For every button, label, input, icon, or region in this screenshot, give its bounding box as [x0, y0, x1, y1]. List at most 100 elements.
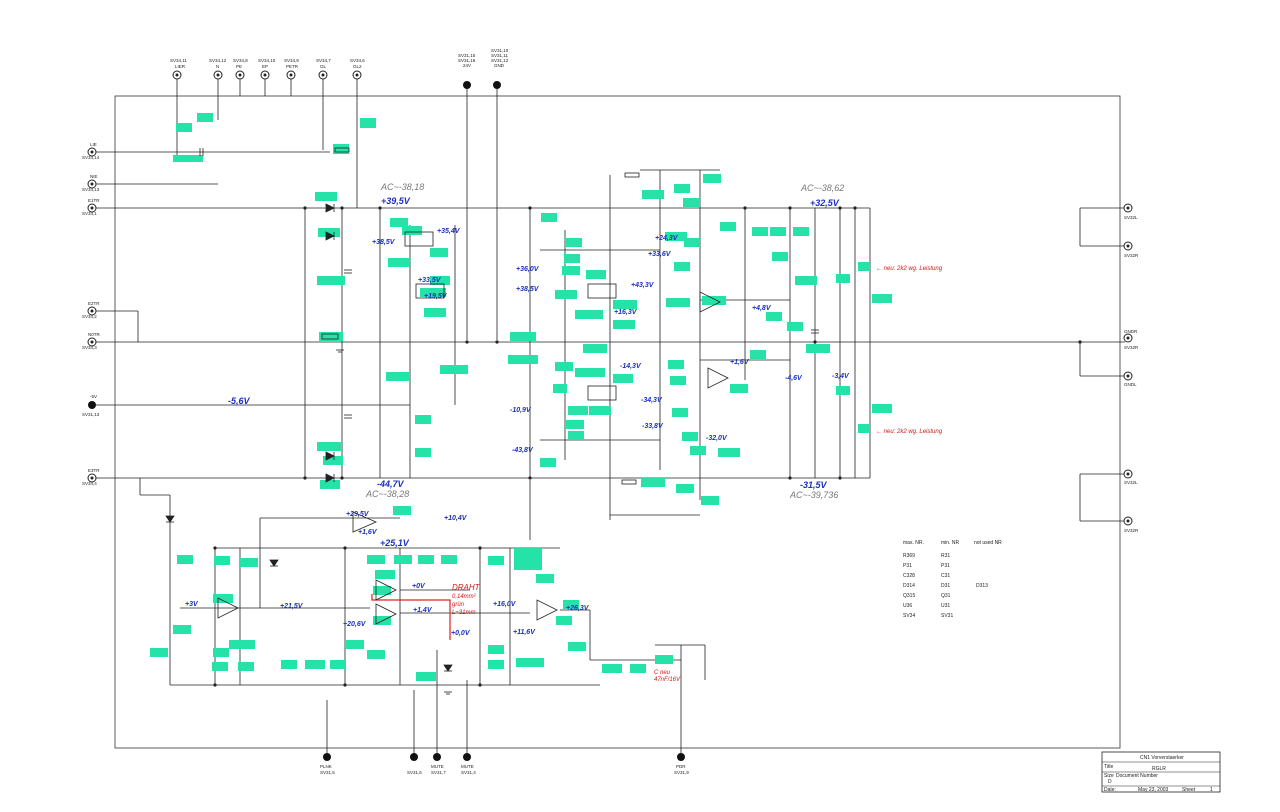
bom-header: max. NR. — [903, 540, 924, 546]
component-highlights — [150, 113, 892, 681]
bom-cell: R31 — [941, 553, 950, 559]
connector-gnd[interactable]: SV31,10 SV31,11 SV31,12 GND — [491, 48, 509, 340]
connector-gndr[interactable]: GNDR — [1123, 329, 1138, 343]
connector-ref: SV31,4 — [461, 770, 476, 775]
connector-name: N0TR — [88, 332, 101, 337]
connector-sv32r-bottom[interactable]: SV32R — [1123, 516, 1139, 533]
voltage-label: +24,3V — [655, 235, 679, 242]
voltage-label: +38,5V — [516, 286, 540, 293]
connector-e1tr[interactable]: E1TR SV34,1 — [82, 198, 870, 216]
connector-gl2[interactable]: SV34,6 GL2 — [350, 58, 365, 208]
connector-n[interactable]: SV34,12 N — [209, 58, 227, 120]
component-symbols — [165, 147, 819, 695]
voltage-label: +11,6V — [513, 629, 536, 636]
bom-cell: U36 — [903, 603, 912, 609]
connector-sv32r-mid[interactable]: SV32R — [1124, 345, 1139, 350]
voltage-label: +35,4V — [437, 228, 461, 235]
connector-name: MUTE — [461, 764, 474, 769]
bom-cell: D313 — [976, 583, 988, 589]
bom-cell: C31 — [941, 573, 950, 579]
connector-pin-icon — [463, 81, 471, 89]
connector-ref: SV31,11 — [491, 53, 508, 58]
connector-sv31-6[interactable]: SV31,6 — [407, 690, 422, 775]
connector-sv32r-top[interactable]: SV32R — [1123, 241, 1139, 258]
connector-ref: SV34,11 — [170, 58, 187, 63]
connector-ref: SV31,6 — [407, 770, 422, 775]
bom-cell: D314 — [903, 583, 915, 589]
connector-name: SV32L — [1124, 215, 1138, 220]
voltage-label: +1,6V — [730, 359, 750, 366]
title-value: CN1 Vorverstaerker — [1140, 755, 1184, 761]
voltage-label: -33,8V — [642, 423, 664, 430]
connector-petr[interactable]: SV34,9 PETR — [284, 58, 299, 96]
connector-name: GND — [494, 63, 505, 68]
connector-pe[interactable]: SV34,8 PE — [233, 58, 248, 96]
connector-lie[interactable]: LIE SV34,14 — [82, 142, 330, 160]
connector-name: -5V — [90, 394, 97, 399]
voltage-label: +0V — [412, 583, 426, 590]
connector-name: GL2 — [353, 64, 362, 69]
title-block: CN1 Vorverstaerker Title RGLR Size Docum… — [1101, 751, 1221, 793]
connector-ref: SV34,2 — [82, 314, 97, 319]
top-connector-row: SV34,11 LIER SV34,12 N SV34,8 PE SV34,10… — [170, 48, 509, 340]
bom-cell: SV31 — [941, 613, 953, 619]
voltage-label: +29,5V — [346, 511, 370, 518]
connector-plnk[interactable]: PLNK SV31,5 — [320, 700, 335, 775]
connector-sv32l-top[interactable]: SV32L — [1123, 203, 1138, 220]
connector-sv32l-bottom[interactable]: SV32L — [1123, 469, 1138, 485]
connector-name: PLNK — [320, 764, 332, 769]
connector-nie[interactable]: NIE SV34,13 — [82, 174, 218, 192]
voltage-label: -32,0V — [706, 435, 728, 442]
red-note: grün — [452, 602, 465, 608]
connector-ref: SV34,1 — [82, 211, 97, 216]
connector-e3tr[interactable]: E3TR SV34,4 — [82, 468, 870, 486]
connector-pin-icon — [493, 81, 501, 89]
connector-name: PE — [236, 64, 242, 69]
ac-note: AC~-39,736 — [789, 490, 838, 500]
voltage-label: -10,9V — [510, 407, 532, 414]
bom-header: not used NR — [974, 540, 1002, 546]
red-note: ← neu: 2k2 wg. Leistung — [876, 429, 943, 435]
red-note: C neu — [654, 670, 671, 676]
voltage-label: +10,4V — [444, 515, 468, 522]
connector-name: MUTE — [431, 764, 444, 769]
bom-table: max. NR. min. NR not used NR R369 R31 P3… — [903, 540, 1002, 619]
red-annotations: ← neu: 2k2 wg. Leistung ← neu: 2k2 wg. L… — [452, 266, 943, 683]
date-value: May 23, 2003 — [1138, 787, 1169, 793]
connector-name: E2TR — [88, 301, 100, 306]
connector-ref: SV34,14 — [82, 155, 100, 160]
sheet-label: Sheet — [1182, 787, 1196, 793]
connector-ref: SV34,4 — [82, 481, 97, 486]
connector-24v[interactable]: SV31,15 SV31,16 24V — [458, 53, 476, 340]
connector-ref: SV34,6 — [350, 58, 365, 63]
connector-ref: SV31,13 — [82, 412, 100, 417]
connector-e2tr[interactable]: E2TR SV34,2 — [82, 301, 139, 342]
connector-pdr[interactable]: PDR SV31,9 — [674, 645, 689, 775]
connector-n0tr[interactable]: N0TR SV34,3 — [82, 332, 1125, 350]
connector-mute-7[interactable]: MUTE SV31,7 — [431, 650, 446, 775]
connector-mute-4[interactable]: MUTE SV31,4 — [461, 680, 476, 775]
connector-ref: SV31,15 — [458, 53, 476, 58]
voltage-label: -31,5V — [800, 480, 828, 490]
connector-name: SV32R — [1124, 345, 1139, 350]
connector-gl[interactable]: SV34,7 GL — [316, 58, 331, 150]
connector-name: LIE — [90, 142, 97, 147]
red-note: 47nF/16V — [654, 677, 681, 683]
voltage-label: +21,5V — [280, 603, 304, 610]
connector-minus5v[interactable]: -5V SV31,13 — [82, 394, 410, 417]
voltage-label: +0,0V — [451, 630, 471, 637]
bom-cell: Q31 — [941, 593, 951, 599]
voltage-label: -5,6V — [228, 396, 251, 406]
bom-cell: R369 — [903, 553, 915, 559]
connector-name: PETR — [286, 64, 299, 69]
voltage-label: +20,6V — [343, 621, 367, 628]
red-note: DRAHT — [452, 583, 481, 592]
connector-gndl[interactable]: GNDL — [1123, 371, 1137, 387]
right-connector-column: SV32L SV32R GNDR SV32R GNDL SV32L — [1079, 203, 1139, 533]
ac-note: AC~-38,62 — [800, 183, 844, 193]
voltage-label: -14,3V — [620, 363, 642, 370]
connector-name: 24V — [463, 63, 471, 68]
connector-lier[interactable]: SV34,11 LIER — [170, 58, 187, 155]
connector-ep[interactable]: SV34,10 EP — [258, 58, 276, 96]
